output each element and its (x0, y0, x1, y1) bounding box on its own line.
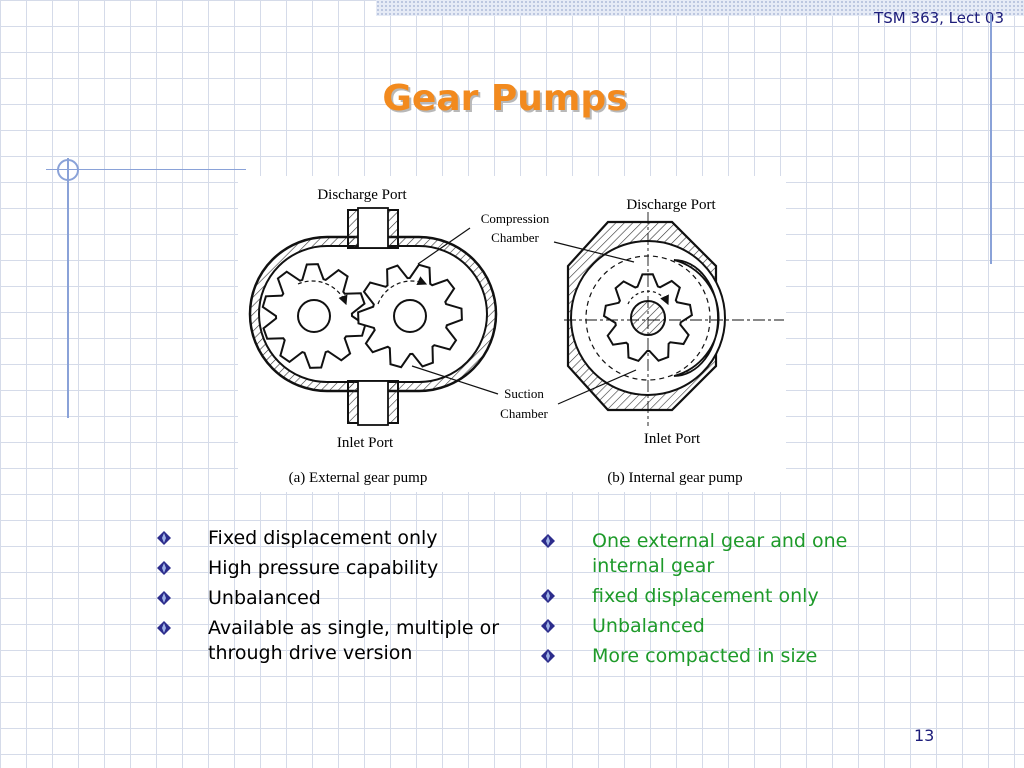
left-bullet-list: Fixed displacement only High pressure ca… (156, 526, 516, 671)
bullet-text: Unbalanced (208, 587, 321, 609)
bullet-text: fixed displacement only (592, 585, 819, 607)
internal-caption: (b) Internal gear pump (607, 470, 742, 486)
diamond-bullet-icon (541, 589, 555, 603)
compression-chamber-label-2: Chamber (491, 230, 539, 245)
page-number: 13 (914, 726, 935, 745)
list-item: Unbalanced (540, 614, 880, 639)
bullet-text: More compacted in size (592, 645, 818, 667)
internal-discharge-label: Discharge Port (626, 197, 716, 213)
circle-ornament-icon (57, 159, 79, 181)
bullet-text: Fixed displacement only (208, 527, 438, 549)
list-item: More compacted in size (540, 644, 880, 669)
bullet-text: One external gear and one internal gear (592, 530, 848, 577)
suction-chamber-label: Suction (504, 386, 544, 401)
diamond-bullet-icon (541, 649, 555, 663)
list-item: High pressure capability (156, 556, 516, 581)
list-item: Fixed displacement only (156, 526, 516, 551)
list-item: fixed displacement only (540, 584, 880, 609)
diamond-bullet-icon (157, 561, 171, 575)
bullet-text: Unbalanced (592, 615, 705, 637)
diamond-bullet-icon (157, 531, 171, 545)
bullet-text: Available as single, multiple or through… (208, 617, 500, 664)
slide-title: Gear Pumps (382, 78, 628, 119)
external-caption: (a) External gear pump (289, 470, 428, 486)
gear-pump-diagram: Discharge Port Compression Chamber Sucti… (248, 187, 784, 486)
internal-inlet-label: Inlet Port (644, 431, 701, 447)
external-gear-pump: Discharge Port Compression Chamber Sucti… (248, 187, 550, 486)
decorative-line-left (67, 158, 69, 418)
compression-chamber-label: Compression (481, 211, 550, 226)
diamond-bullet-icon (157, 591, 171, 605)
list-item: Unbalanced (156, 586, 516, 611)
course-label: TSM 363, Lect 03 (874, 9, 1004, 27)
right-bullet-list: One external gear and one internal gear … (540, 529, 880, 674)
suction-chamber-label-2: Chamber (500, 406, 548, 421)
list-item: Available as single, multiple or through… (156, 616, 516, 666)
diamond-bullet-icon (541, 619, 555, 633)
external-inlet-label: Inlet Port (337, 435, 394, 451)
gear-pump-figure: Discharge Port Compression Chamber Sucti… (238, 176, 786, 492)
diamond-bullet-icon (157, 621, 171, 635)
diamond-bullet-icon (541, 534, 555, 548)
external-discharge-label: Discharge Port (317, 187, 407, 203)
header-band (376, 0, 1024, 16)
list-item: One external gear and one internal gear (540, 529, 880, 579)
bullet-text: High pressure capability (208, 557, 439, 579)
decorative-line-horizontal (46, 169, 246, 170)
decorative-line-right (990, 14, 992, 264)
internal-gear-pump: Discharge Port Inlet Port (b) Internal g… (553, 197, 784, 486)
